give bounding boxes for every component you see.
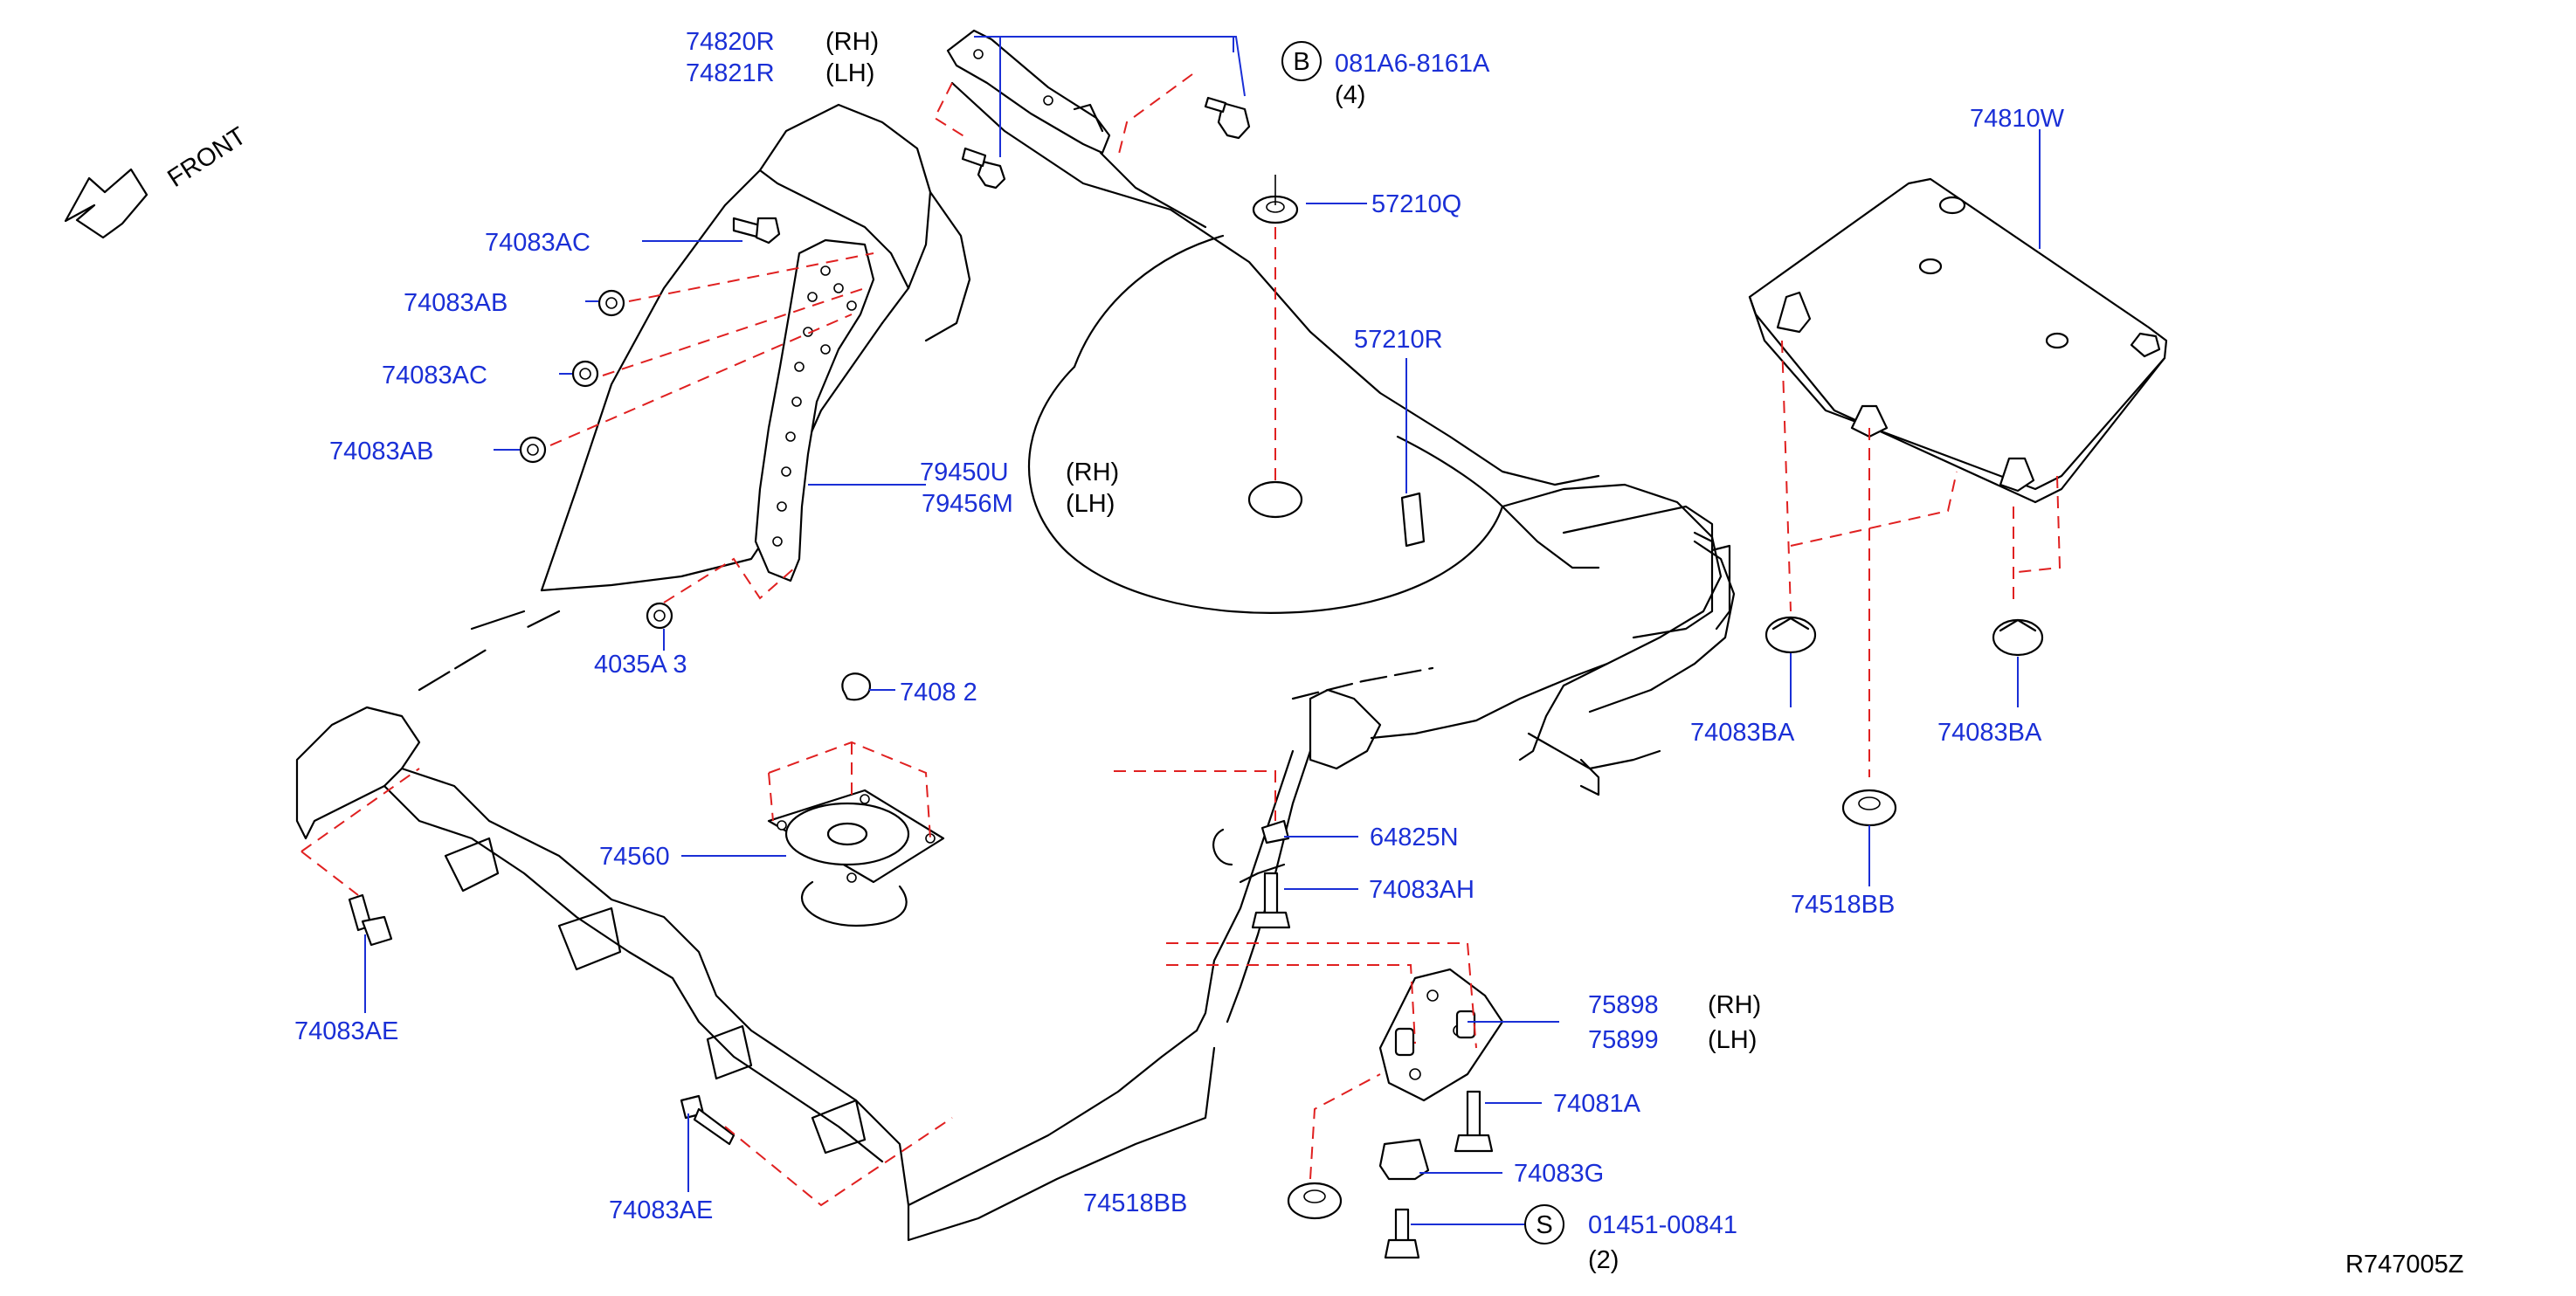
label-64825n: 64825N bbox=[1370, 824, 1459, 851]
label-75899: 75899 bbox=[1588, 1026, 1659, 1054]
label-75898-side: (RH) bbox=[1708, 991, 1761, 1019]
leader-lines bbox=[364, 36, 2041, 1225]
label-4035a-partial: 4035A 3 bbox=[594, 651, 687, 679]
floor-pan-outline bbox=[295, 81, 1736, 1242]
label-081a6-qty: (4) bbox=[1335, 81, 1365, 109]
label-74083ba: 74083BA bbox=[1690, 719, 1795, 747]
grommet-74083ba-icon bbox=[1992, 618, 2044, 657]
label-74518bb: 74518BB bbox=[1791, 891, 1895, 919]
bolt-74083ah-icon bbox=[1251, 872, 1291, 929]
bolt-74083ae-icon bbox=[680, 1094, 736, 1146]
bolt-081a6-icon bbox=[1204, 96, 1251, 140]
clip-74083ab-icon bbox=[597, 289, 625, 317]
diagram-reference: R747005Z bbox=[2345, 1251, 2463, 1279]
label-74083ac: 74083AC bbox=[382, 362, 487, 389]
clamp-plate-74560 bbox=[767, 789, 945, 927]
label-7408-partial: 7408 2 bbox=[900, 679, 977, 707]
label-74821r-side: (LH) bbox=[825, 59, 874, 87]
label-75898: 75898 bbox=[1588, 991, 1659, 1019]
label-79456m: 79456M bbox=[922, 490, 1013, 518]
label-79450u: 79450U bbox=[920, 458, 1009, 486]
cover-plate-74810w bbox=[1748, 177, 2168, 504]
reference-lines bbox=[300, 73, 2061, 1207]
clip-74083ab-icon bbox=[519, 436, 547, 464]
bolt-icon bbox=[732, 217, 781, 245]
part-labels: 74820R (RH) 74821R (LH) 081A6-8161A (4) … bbox=[294, 28, 2463, 1279]
label-57210q: 57210Q bbox=[1371, 190, 1461, 218]
label-74560: 74560 bbox=[599, 843, 670, 871]
svg-text:B: B bbox=[1293, 48, 1309, 76]
s-marker: S bbox=[1524, 1204, 1564, 1244]
grommet-74083ba-icon bbox=[1765, 616, 1817, 654]
label-74083ae: 74083AE bbox=[294, 1017, 398, 1045]
label-74820r: 74820R bbox=[686, 28, 775, 56]
label-74083ab: 74083AB bbox=[329, 438, 433, 465]
front-arrow-icon bbox=[64, 168, 148, 239]
label-74810w: 74810W bbox=[1970, 105, 2065, 133]
clip-4035a-icon bbox=[646, 602, 673, 630]
bolt-01451-icon bbox=[1384, 1208, 1420, 1259]
label-74518bb: 74518BB bbox=[1083, 1189, 1187, 1217]
grommet-74518bb-icon bbox=[1287, 1182, 1343, 1220]
nut-74083g-icon bbox=[1378, 1138, 1430, 1181]
b-marker: B bbox=[1281, 41, 1322, 81]
bolt-74081a-icon bbox=[1454, 1090, 1494, 1153]
rear-bracket-75898 bbox=[1378, 968, 1504, 1102]
front-label: FRONT bbox=[162, 121, 251, 192]
bolt-74083ae-icon bbox=[348, 893, 393, 947]
label-74820r-side: (RH) bbox=[825, 28, 879, 56]
clip-7408-icon bbox=[841, 672, 872, 701]
plug-icon bbox=[1247, 480, 1303, 519]
label-74083g: 74083G bbox=[1514, 1160, 1604, 1188]
label-79450u-side: (RH) bbox=[1066, 458, 1119, 486]
label-74083ae: 74083AE bbox=[609, 1196, 713, 1224]
clip-74083ac-icon bbox=[571, 360, 599, 388]
side-bracket-79450u bbox=[754, 238, 875, 583]
label-081a6: 081A6-8161A bbox=[1335, 50, 1490, 78]
clip-64825n-icon bbox=[1260, 819, 1290, 844]
label-01451-qty: (2) bbox=[1588, 1246, 1619, 1274]
top-bracket-74820r bbox=[946, 29, 1111, 155]
label-74083ac: 74083AC bbox=[485, 229, 590, 257]
tag-57210r-icon bbox=[1400, 492, 1426, 548]
svg-text:S: S bbox=[1536, 1211, 1552, 1239]
label-75899-side: (LH) bbox=[1708, 1026, 1757, 1054]
grommet-74518bb-icon bbox=[1841, 789, 1897, 827]
label-74821r: 74821R bbox=[686, 59, 775, 87]
label-74083ah: 74083AH bbox=[1369, 876, 1474, 904]
grommet-57210q-icon bbox=[1252, 175, 1299, 224]
bolt-081a6-icon bbox=[961, 147, 1006, 190]
label-79456m-side: (LH) bbox=[1066, 490, 1115, 518]
label-74083ba: 74083BA bbox=[1937, 719, 2042, 747]
label-74081a: 74081A bbox=[1553, 1090, 1641, 1118]
label-01451: 01451-00841 bbox=[1588, 1211, 1737, 1239]
label-74083ab: 74083AB bbox=[404, 289, 508, 317]
label-57210r: 57210R bbox=[1354, 326, 1443, 354]
